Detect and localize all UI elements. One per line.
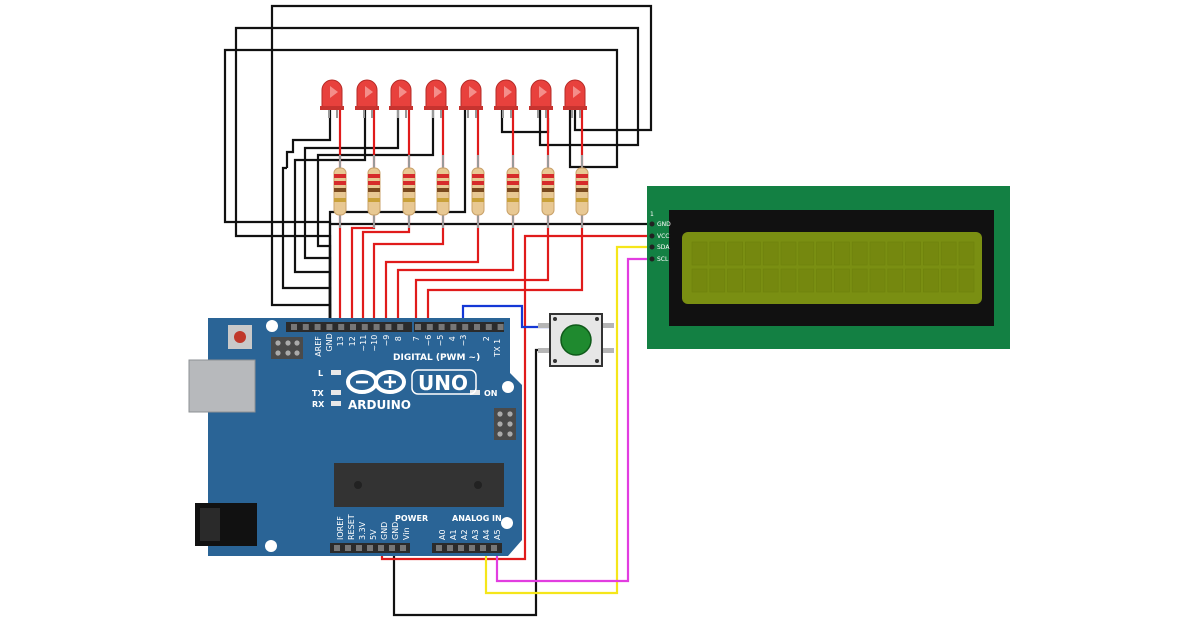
led-icon [494,79,518,118]
board-brand: ARDUINO [348,398,411,412]
led-rx-label: RX [312,400,325,409]
analog-label: ANALOG IN [452,514,502,523]
lcd-pin-index: 1 [650,211,654,218]
led-icon [529,79,553,118]
power-label: POWER [395,514,428,523]
digital-pin-label: ~11 [359,335,368,352]
atmega-chip [334,463,504,507]
digital-pin-label: ~10 [370,335,379,352]
power-pin-label: 3.3V [358,521,367,540]
led-icon [563,79,587,118]
resistor-icon [575,155,589,228]
digital-pin-label: GND [325,333,334,351]
usb-connector-icon [188,359,256,413]
lcd-character-cells [691,241,975,293]
led-row [320,79,587,118]
lcd-pins [649,221,655,262]
lcd-module: 1 GND VCC SDA SCL [647,186,1010,349]
resistor-icon [333,155,347,228]
led-icon [320,79,344,118]
analog-pin-label: A1 [449,529,458,540]
led-icon [459,79,483,118]
lcd-pin-sda: SDA [657,244,670,251]
led-icon [355,79,379,118]
resistor-icon [436,155,450,228]
digital-pin-label: 13 [336,336,345,346]
resistor-icon [541,155,555,228]
analog-pin-label: A5 [493,529,502,540]
power-pin-label: Vin [402,527,411,540]
power-pin-label: GND [391,522,400,540]
digital-pin-label: 8 [394,336,403,341]
digital-pin-label: 7 [412,336,421,341]
digital-pin-label: AREF [314,336,323,357]
resistor-row [333,155,589,228]
led-icon [424,79,448,118]
resistor-icon [367,155,381,228]
black-wires [223,4,653,617]
resistor-icon [471,155,485,228]
led-l-label: L [318,369,323,378]
board-model: UNO [418,371,468,395]
infinity-logo-icon [346,370,406,394]
digital-label: DIGITAL (PWM ~) [393,353,480,363]
lcd-pin-vcc: VCC [657,233,669,240]
bottom-pin-holes [334,545,497,551]
digital-pin-label: ~3 [459,335,468,347]
led-on-label: ON [484,389,498,398]
digital-pin-label: TX 1 [493,339,502,358]
resistor-icon [506,155,520,228]
power-pin-label: IOREF [336,516,345,540]
digital-pin-label: 2 [482,336,491,341]
digital-pin-label: 4 [448,336,457,341]
pushbutton-icon[interactable] [538,313,614,367]
analog-pin-label: A3 [471,529,480,540]
analog-pin-label: A2 [460,529,469,540]
led-icon [389,79,413,118]
power-pin-label: 5V [369,529,378,540]
signal-wires [461,245,652,595]
analog-pin-label: A0 [438,529,447,540]
digital-pin-label: ~5 [436,335,445,347]
digital-pin-label: ~9 [382,335,391,347]
power-pin-label: GND [380,522,389,540]
digital-pin-label: 12 [348,336,357,346]
analog-pin-label: A4 [482,529,491,540]
lcd-pin-gnd: GND [657,221,671,228]
icsp-header-right [494,408,516,440]
resistor-icon [402,155,416,228]
reset-button-cap[interactable] [234,331,246,343]
analog-header [432,543,502,553]
lcd-pin-scl: SCL [657,256,669,263]
icsp-header-top [271,337,303,359]
dc-jack-icon [195,503,257,546]
led-tx-label: TX [312,389,324,398]
power-pin-label: RESET [347,514,356,540]
digital-header [286,322,504,332]
digital-pin-holes [291,324,504,330]
digital-pin-label: ~6 [424,335,433,347]
